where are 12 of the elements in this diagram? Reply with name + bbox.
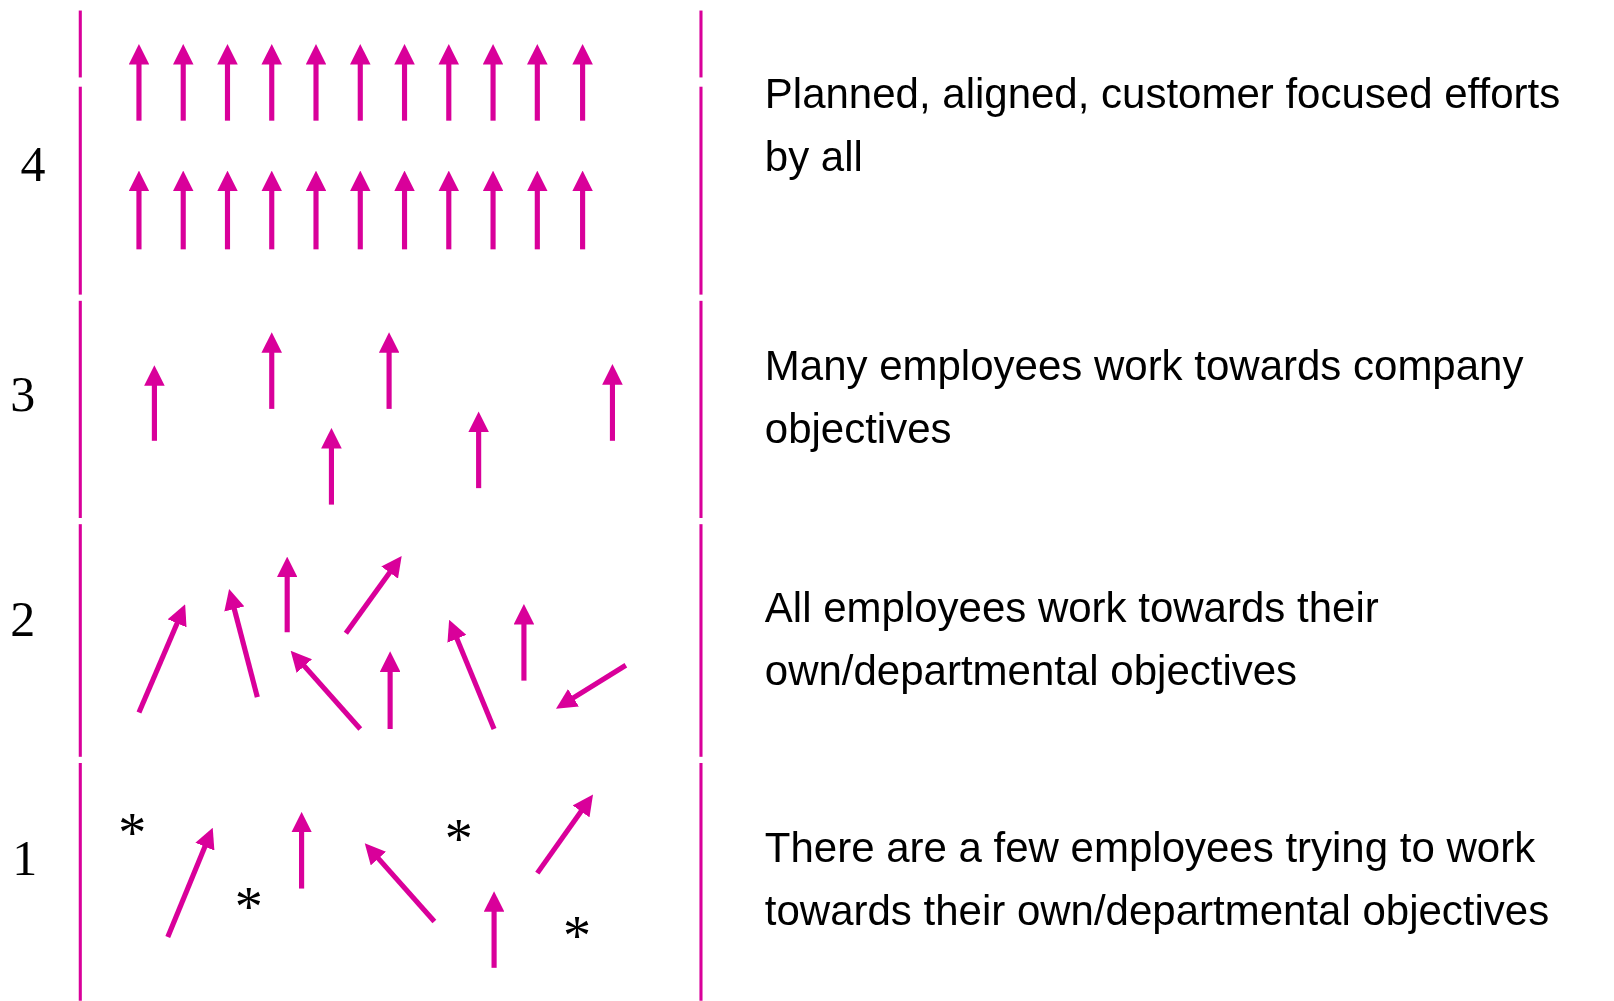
asterisk: * bbox=[444, 814, 473, 865]
row-number: 4 bbox=[20, 135, 46, 192]
description-text: There are a few employees trying to work towards their own/departmental objectives bbox=[764, 823, 1551, 937]
asterisk: * bbox=[118, 808, 147, 858]
row-number: 1 bbox=[12, 829, 38, 886]
row-number: 3 bbox=[10, 366, 36, 423]
asterisk: * bbox=[563, 910, 592, 961]
row-number: 2 bbox=[10, 590, 36, 647]
description-text: Many employees work towards company objectives bbox=[764, 340, 1525, 454]
description-text: All employees work towards their own/departmental objectives bbox=[764, 583, 1380, 697]
description-text: Planned, aligned, customer focused efforts by all bbox=[764, 68, 1562, 182]
asterisk: * bbox=[234, 882, 263, 933]
